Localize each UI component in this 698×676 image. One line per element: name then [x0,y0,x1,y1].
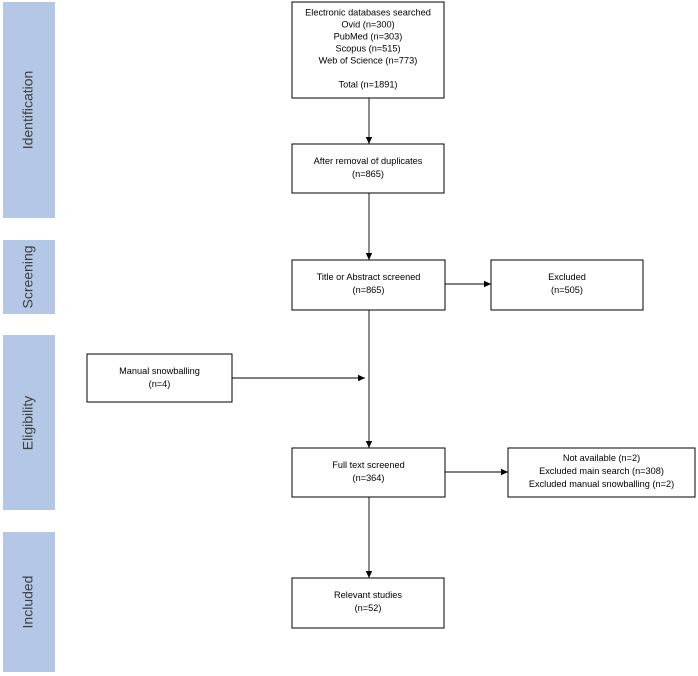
phase-band-screening: Screening [3,240,55,314]
box-excluded-full-text-line-3: Excluded manual snowballing (n=2) [529,479,674,489]
box-databases-line-3: PubMed (n=303) [334,32,403,42]
phase-band-included: Included [3,532,55,672]
box-title-abstract-screened: Title or Abstract screened (n=865) [291,259,446,311]
box-title-abstract-line-2: (n=865) [353,285,385,295]
box-databases-line-2: Ovid (n=300) [341,20,394,30]
box-excluded-full-text: Not available (n=2) Excluded main search… [507,447,696,498]
box-full-text-screened: Full text screened (n=364) [291,447,446,498]
box-databases-line-7: Total (n=1891) [339,80,398,90]
box-manual-snowballing-line-1: Manual snowballing [119,366,200,376]
box-relevant-line-1: Relevant studies [334,590,402,600]
box-full-text-line-1: Full text screened [332,460,405,470]
box-full-text-line-2: (n=364) [353,473,385,483]
box-manual-snowballing: Manual snowballing (n=4) [86,353,233,403]
box-excluded-screening-line-2: (n=505) [551,285,583,295]
box-duplicates-removed-line-1: After removal of duplicates [314,156,423,166]
phase-label-included: Included [20,576,36,629]
box-databases-line-4: Scopus (n=515) [335,44,400,54]
box-databases: Electronic databases searched Ovid (n=30… [291,1,445,99]
box-duplicates-removed: After removal of duplicates (n=865) [291,143,445,194]
box-excluded-full-text-line-1: Not available (n=2) [563,453,640,463]
box-excluded-screening: Excluded (n=505) [490,259,644,311]
phase-label-identification: Identification [20,71,36,150]
box-databases-line-5: Web of Science (n=773) [319,56,418,66]
phase-label-screening: Screening [20,245,36,308]
box-relevant-studies: Relevant studies (n=52) [291,577,445,629]
phase-band-identification: Identification [3,2,55,218]
box-title-abstract-line-1: Title or Abstract screened [317,272,421,282]
box-manual-snowballing-line-2: (n=4) [149,379,171,389]
box-databases-line-1: Electronic databases searched [305,8,431,18]
box-duplicates-removed-line-2: (n=865) [352,169,384,179]
box-excluded-full-text-line-2: Excluded main search (n=308) [539,466,664,476]
box-relevant-line-2: (n=52) [355,603,382,613]
box-excluded-screening-line-1: Excluded [548,272,586,282]
phase-label-eligibility: Eligibility [20,396,36,450]
phase-band-eligibility: Eligibility [3,335,55,510]
